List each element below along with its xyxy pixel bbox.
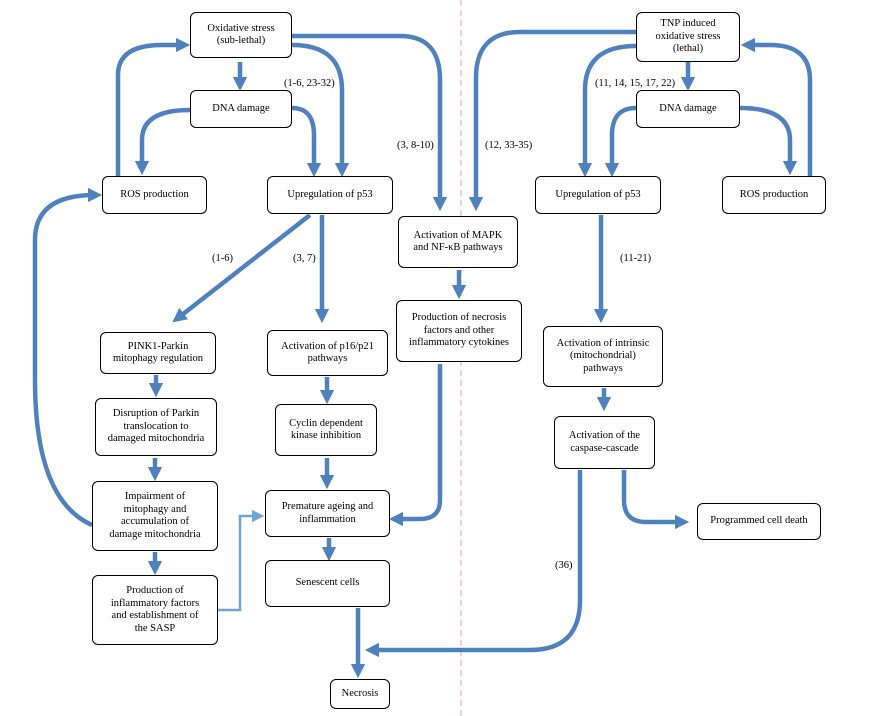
- arrow-caspase-to-necrosis: [364, 470, 583, 658]
- node-cyclin-kinase-inhibition: Cyclin dependent kinase inhibition: [275, 404, 377, 456]
- node-tnp-oxidative-stress: TNP induced oxidative stress (lethal): [636, 12, 740, 62]
- ref-label: (12, 33-35): [485, 140, 533, 151]
- arrow-dna-to-p53-left: [291, 105, 322, 178]
- arrow-caspase-to-celldeath: [621, 470, 690, 530]
- node-upregulation-p53-left: Upregulation of p53: [267, 176, 393, 214]
- node-premature-ageing: Premature ageing and inflammation: [265, 490, 390, 537]
- ref-label: (3, 7): [293, 253, 316, 264]
- node-oxidative-stress-sublethal: Oxidative stress (sub-lethal): [190, 12, 292, 58]
- arrow-oxstress-to-mapk: [292, 33, 448, 212]
- node-production-inflammatory-sasp: Production of inflammatory factors and e…: [92, 575, 218, 645]
- arrow-necrosis-factors-to-ageing: [388, 364, 443, 527]
- node-programmed-cell-death: Programmed cell death: [697, 503, 821, 540]
- node-production-necrosis-factors: Production of necrosis factors and other…: [396, 300, 522, 362]
- arrow-dna-to-ros-right: [739, 105, 798, 176]
- arrow-impairment-to-ros-left: [32, 187, 103, 528]
- arrow-p53-to-pink1: [172, 213, 312, 323]
- arrow-ros-to-tnp: [740, 37, 813, 176]
- arrow-tnp-to-mapk: [468, 29, 636, 212]
- arrow-tnp-to-p53-right: [577, 43, 637, 178]
- node-pink1-parkin: PINK1-Parkin mitophagy regulation: [100, 332, 216, 374]
- arrow-oxstress-to-p53-left: [291, 42, 350, 178]
- ref-label: (1-6): [212, 253, 233, 264]
- node-ros-production-right: ROS production: [722, 176, 826, 214]
- arrow-ros-to-oxstress: [115, 37, 191, 176]
- ref-label: (11-21): [620, 253, 652, 264]
- node-activation-caspase: Activation of the caspase-cascade: [554, 416, 655, 469]
- node-impairment-mitophagy: Impairment of mitophagy and accumulation…: [92, 481, 218, 551]
- node-disruption-parkin: Disruption of Parkin translocation to da…: [95, 398, 217, 456]
- node-upregulation-p53-right: Upregulation of p53: [535, 176, 661, 214]
- arrow-sasp-to-ageing: [218, 509, 265, 612]
- node-activation-intrinsic: Activation of intrinsic (mitochondrial) …: [543, 326, 663, 387]
- ref-label: (36): [555, 560, 573, 571]
- ref-label: (3, 8-10): [397, 140, 434, 151]
- node-dna-damage-left: DNA damage: [190, 90, 292, 128]
- arrow-dna-to-p53-right: [604, 105, 637, 178]
- node-activation-p16-p21: Activation of p16/p21 pathways: [267, 330, 388, 376]
- node-ros-production-left: ROS production: [102, 176, 207, 214]
- arrow-dna-to-ros-left: [134, 107, 191, 176]
- node-dna-damage-right: DNA damage: [636, 90, 740, 128]
- node-necrosis: Necrosis: [330, 679, 390, 709]
- ref-label: (1-6, 23-32): [284, 78, 335, 89]
- node-senescent-cells: Senescent cells: [265, 560, 390, 607]
- ref-label: (11, 14, 15, 17, 22): [595, 78, 676, 89]
- node-activation-mapk: Activation of MAPK and NF-κB pathways: [398, 216, 518, 268]
